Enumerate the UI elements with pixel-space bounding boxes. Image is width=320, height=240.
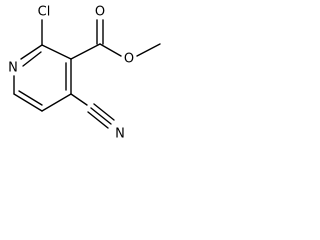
atom-label-cl: Cl <box>38 5 51 20</box>
bond-c5-c6-inner <box>18 90 43 106</box>
bond-cn-triple-b <box>93 103 115 121</box>
chemical-structure: N Cl O O N <box>8 5 161 142</box>
atom-label-n1: N <box>8 61 18 76</box>
bond-cn-triple-c <box>87 111 109 129</box>
bond-c-oester <box>99 43 122 57</box>
bond-n1-c2-inner <box>22 51 42 67</box>
atom-label-o-ester: O <box>124 52 134 67</box>
bond-cn-triple-a <box>90 107 112 125</box>
bond-n1-c2 <box>20 44 43 60</box>
bond-c5-c6 <box>13 93 43 112</box>
atom-label-n-nitrile: N <box>115 127 125 142</box>
bond-c2-c3 <box>41 44 72 60</box>
bond-oester-ch3 <box>136 43 161 57</box>
pyridine-ring <box>13 44 72 112</box>
atom-label-o-carbonyl: O <box>95 5 105 20</box>
bond-c3-ccarbonyl <box>70 43 101 60</box>
bond-c4-cnitrile <box>70 93 88 106</box>
nitrile-group <box>70 93 115 129</box>
bond-c4-c5 <box>41 93 72 112</box>
methyl-ester <box>70 19 161 60</box>
